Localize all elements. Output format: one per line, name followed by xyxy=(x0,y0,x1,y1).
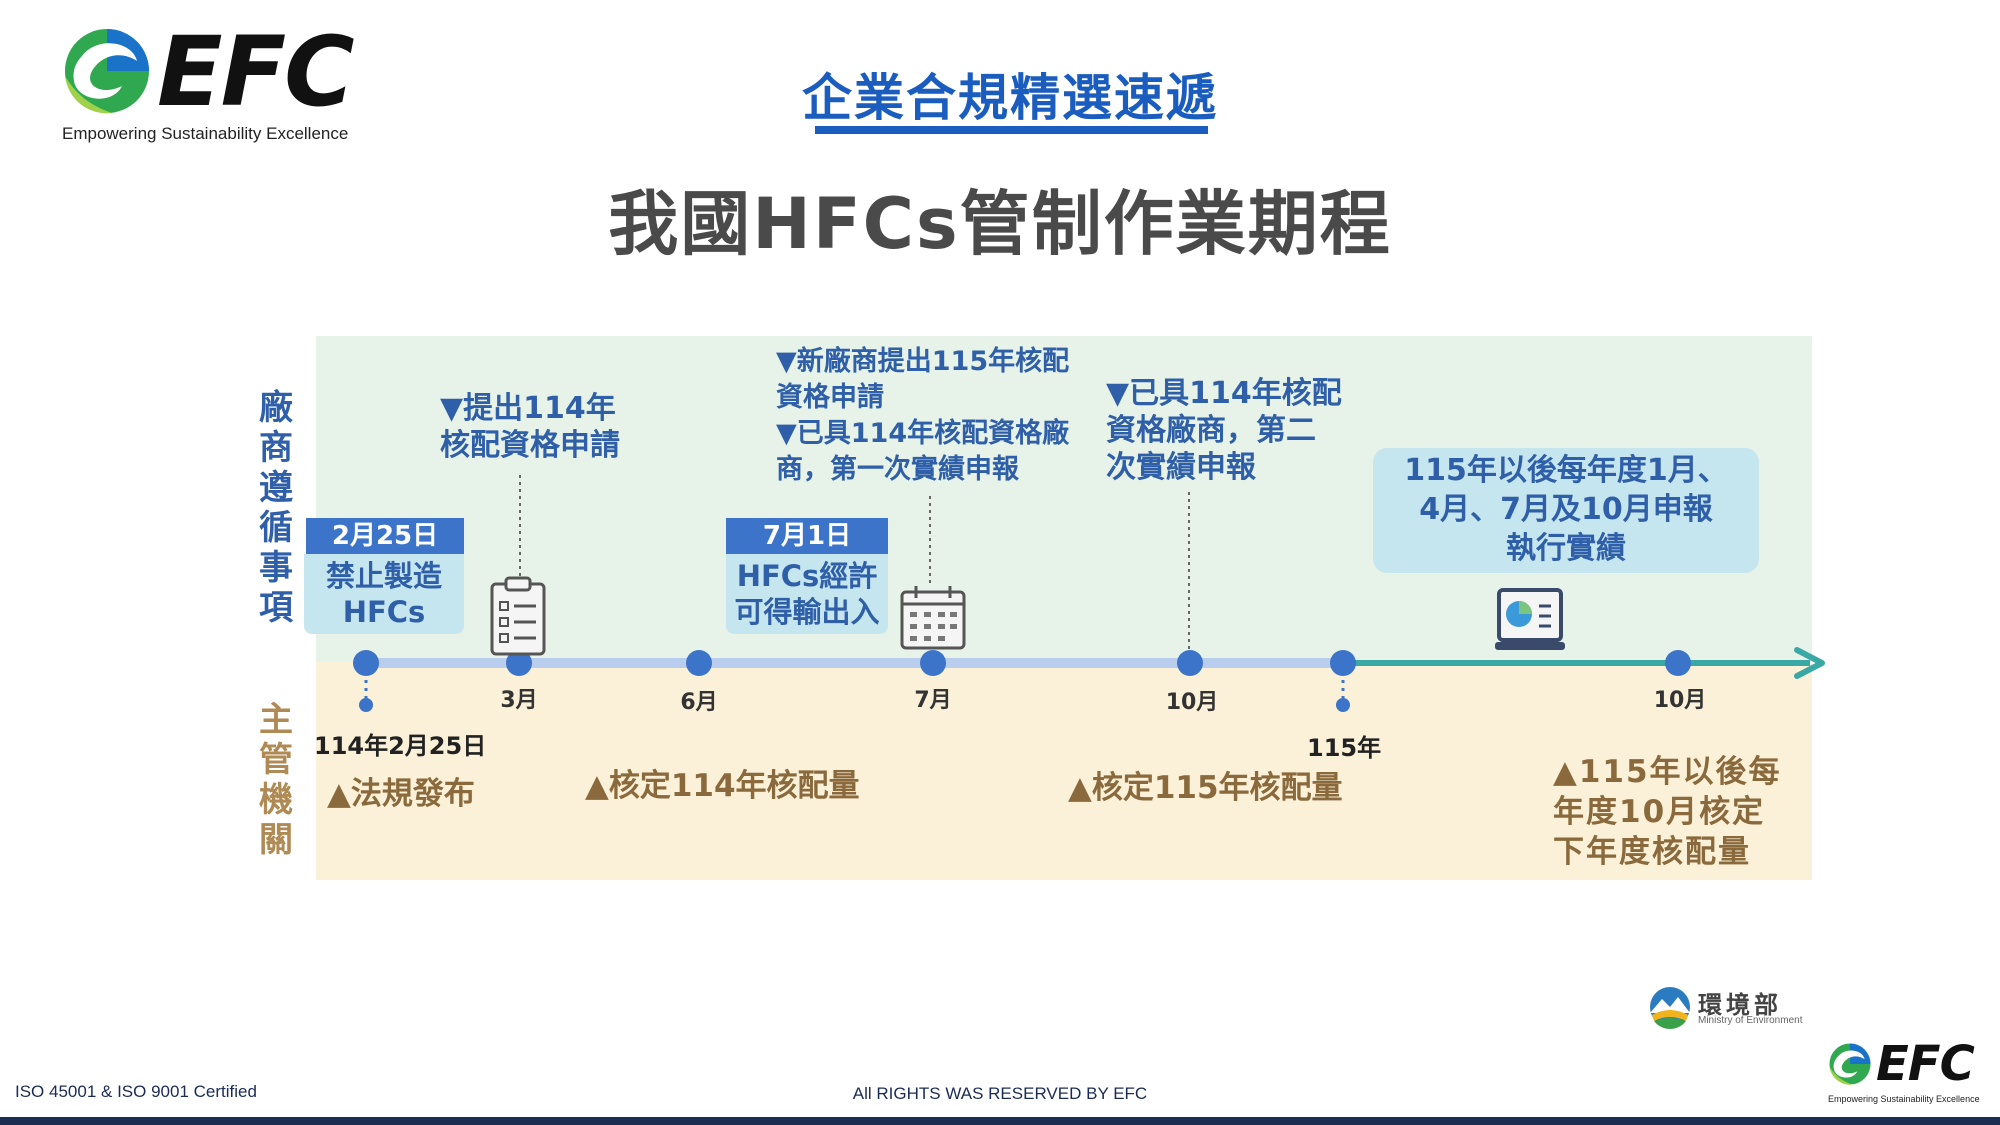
tick-oct: 10月 xyxy=(1165,690,1219,715)
footer-copyright: All RIGHTS WAS RESERVED BY EFC xyxy=(852,1084,1148,1103)
header-underline xyxy=(815,126,1208,134)
vendor-side-label: 廠 商 遵 循 事 項 xyxy=(259,388,293,628)
node-115 xyxy=(1330,650,1356,676)
moe-name-zh: 環境部 xyxy=(1698,991,1782,1019)
logo-wordmark: EFC xyxy=(157,16,355,128)
logo-small-tagline: Empowering Sustainability Excellence xyxy=(1828,1094,1980,1104)
annual-report-note: 115年以後每年度1月、 4月、7月及10月申報 執行實績 xyxy=(1373,448,1759,573)
feb25-text: 禁止製造 HFCs xyxy=(304,554,464,634)
annual-approve-text: ▲115年以後每 年度10月核定 下年度核配量 xyxy=(1553,754,1782,870)
globe-swirl-icon xyxy=(65,29,149,114)
laptop-chart-icon xyxy=(1495,588,1565,650)
moe-name-en: Ministry of Environment xyxy=(1698,1015,1803,1026)
node-115-sub xyxy=(1336,698,1350,712)
mountain-icon xyxy=(1650,987,1690,1029)
timeline-arrow-icon xyxy=(1794,647,1825,679)
approve-115-text: ▲核定115年核配量 xyxy=(1068,770,1343,806)
approve-114-text: ▲核定114年核配量 xyxy=(585,768,860,804)
logo-tagline: Empowering Sustainability Excellence xyxy=(62,124,349,143)
node-oct2 xyxy=(1665,650,1691,676)
apply-114-text: ▼提出114年 核配資格申請 xyxy=(440,391,620,463)
tick-jun: 6月 xyxy=(680,690,718,715)
date-115: 115年 xyxy=(1307,734,1382,762)
tick-mar: 3月 xyxy=(500,688,538,713)
tick-oct2: 10月 xyxy=(1653,688,1707,713)
globe-swirl-icon xyxy=(1829,1043,1871,1085)
footer-certification: ISO 45001 & ISO 9001 Certified xyxy=(15,1082,257,1101)
header-title: 企業合規精選速遞 xyxy=(802,69,1218,127)
efc-logo: EFC Empowering Sustainability Excellence xyxy=(62,24,392,154)
main-title: 我國HFCs管制作業期程 xyxy=(608,183,1392,265)
node-jul xyxy=(920,650,946,676)
footer-bar xyxy=(0,1117,2000,1125)
authority-band xyxy=(316,662,1812,880)
node-oct xyxy=(1177,650,1203,676)
feb25-box: 2月25日 禁止製造 HFCs xyxy=(304,518,464,634)
clipboard-icon xyxy=(490,576,546,656)
jul1-badge: 7月1日 xyxy=(726,518,888,554)
jul1-text: HFCs經許 可得輸出入 xyxy=(726,554,888,634)
date-start: 114年2月25日 xyxy=(314,732,487,760)
authority-side-label: 主 管 機 關 xyxy=(259,700,293,860)
calendar-icon xyxy=(900,586,966,650)
node-feb25-sub xyxy=(359,698,373,712)
tick-jul: 7月 xyxy=(914,688,952,713)
second-report-text: ▼已具114年核配 資格廠商，第二 次實績申報 xyxy=(1106,376,1342,485)
feb25-badge: 2月25日 xyxy=(306,518,464,554)
regulation-text: ▲法規發布 xyxy=(327,776,475,812)
node-feb25 xyxy=(353,650,379,676)
jul1-box: 7月1日 HFCs經許 可得輸出入 xyxy=(726,518,888,634)
efc-logo-small: EFC Empowering Sustainability Excellence xyxy=(1828,1040,1998,1108)
logo-small-wordmark: EFC xyxy=(1876,1036,1975,1092)
node-mar xyxy=(506,650,532,676)
node-jun xyxy=(686,650,712,676)
moe-logo: 環境部 Ministry of Environment xyxy=(1648,985,1818,1031)
new-vendor-text: ▼新廠商提出115年核配 資格申請 ▼已具114年核配資格廠 商，第一次實績申報 xyxy=(776,346,1070,485)
